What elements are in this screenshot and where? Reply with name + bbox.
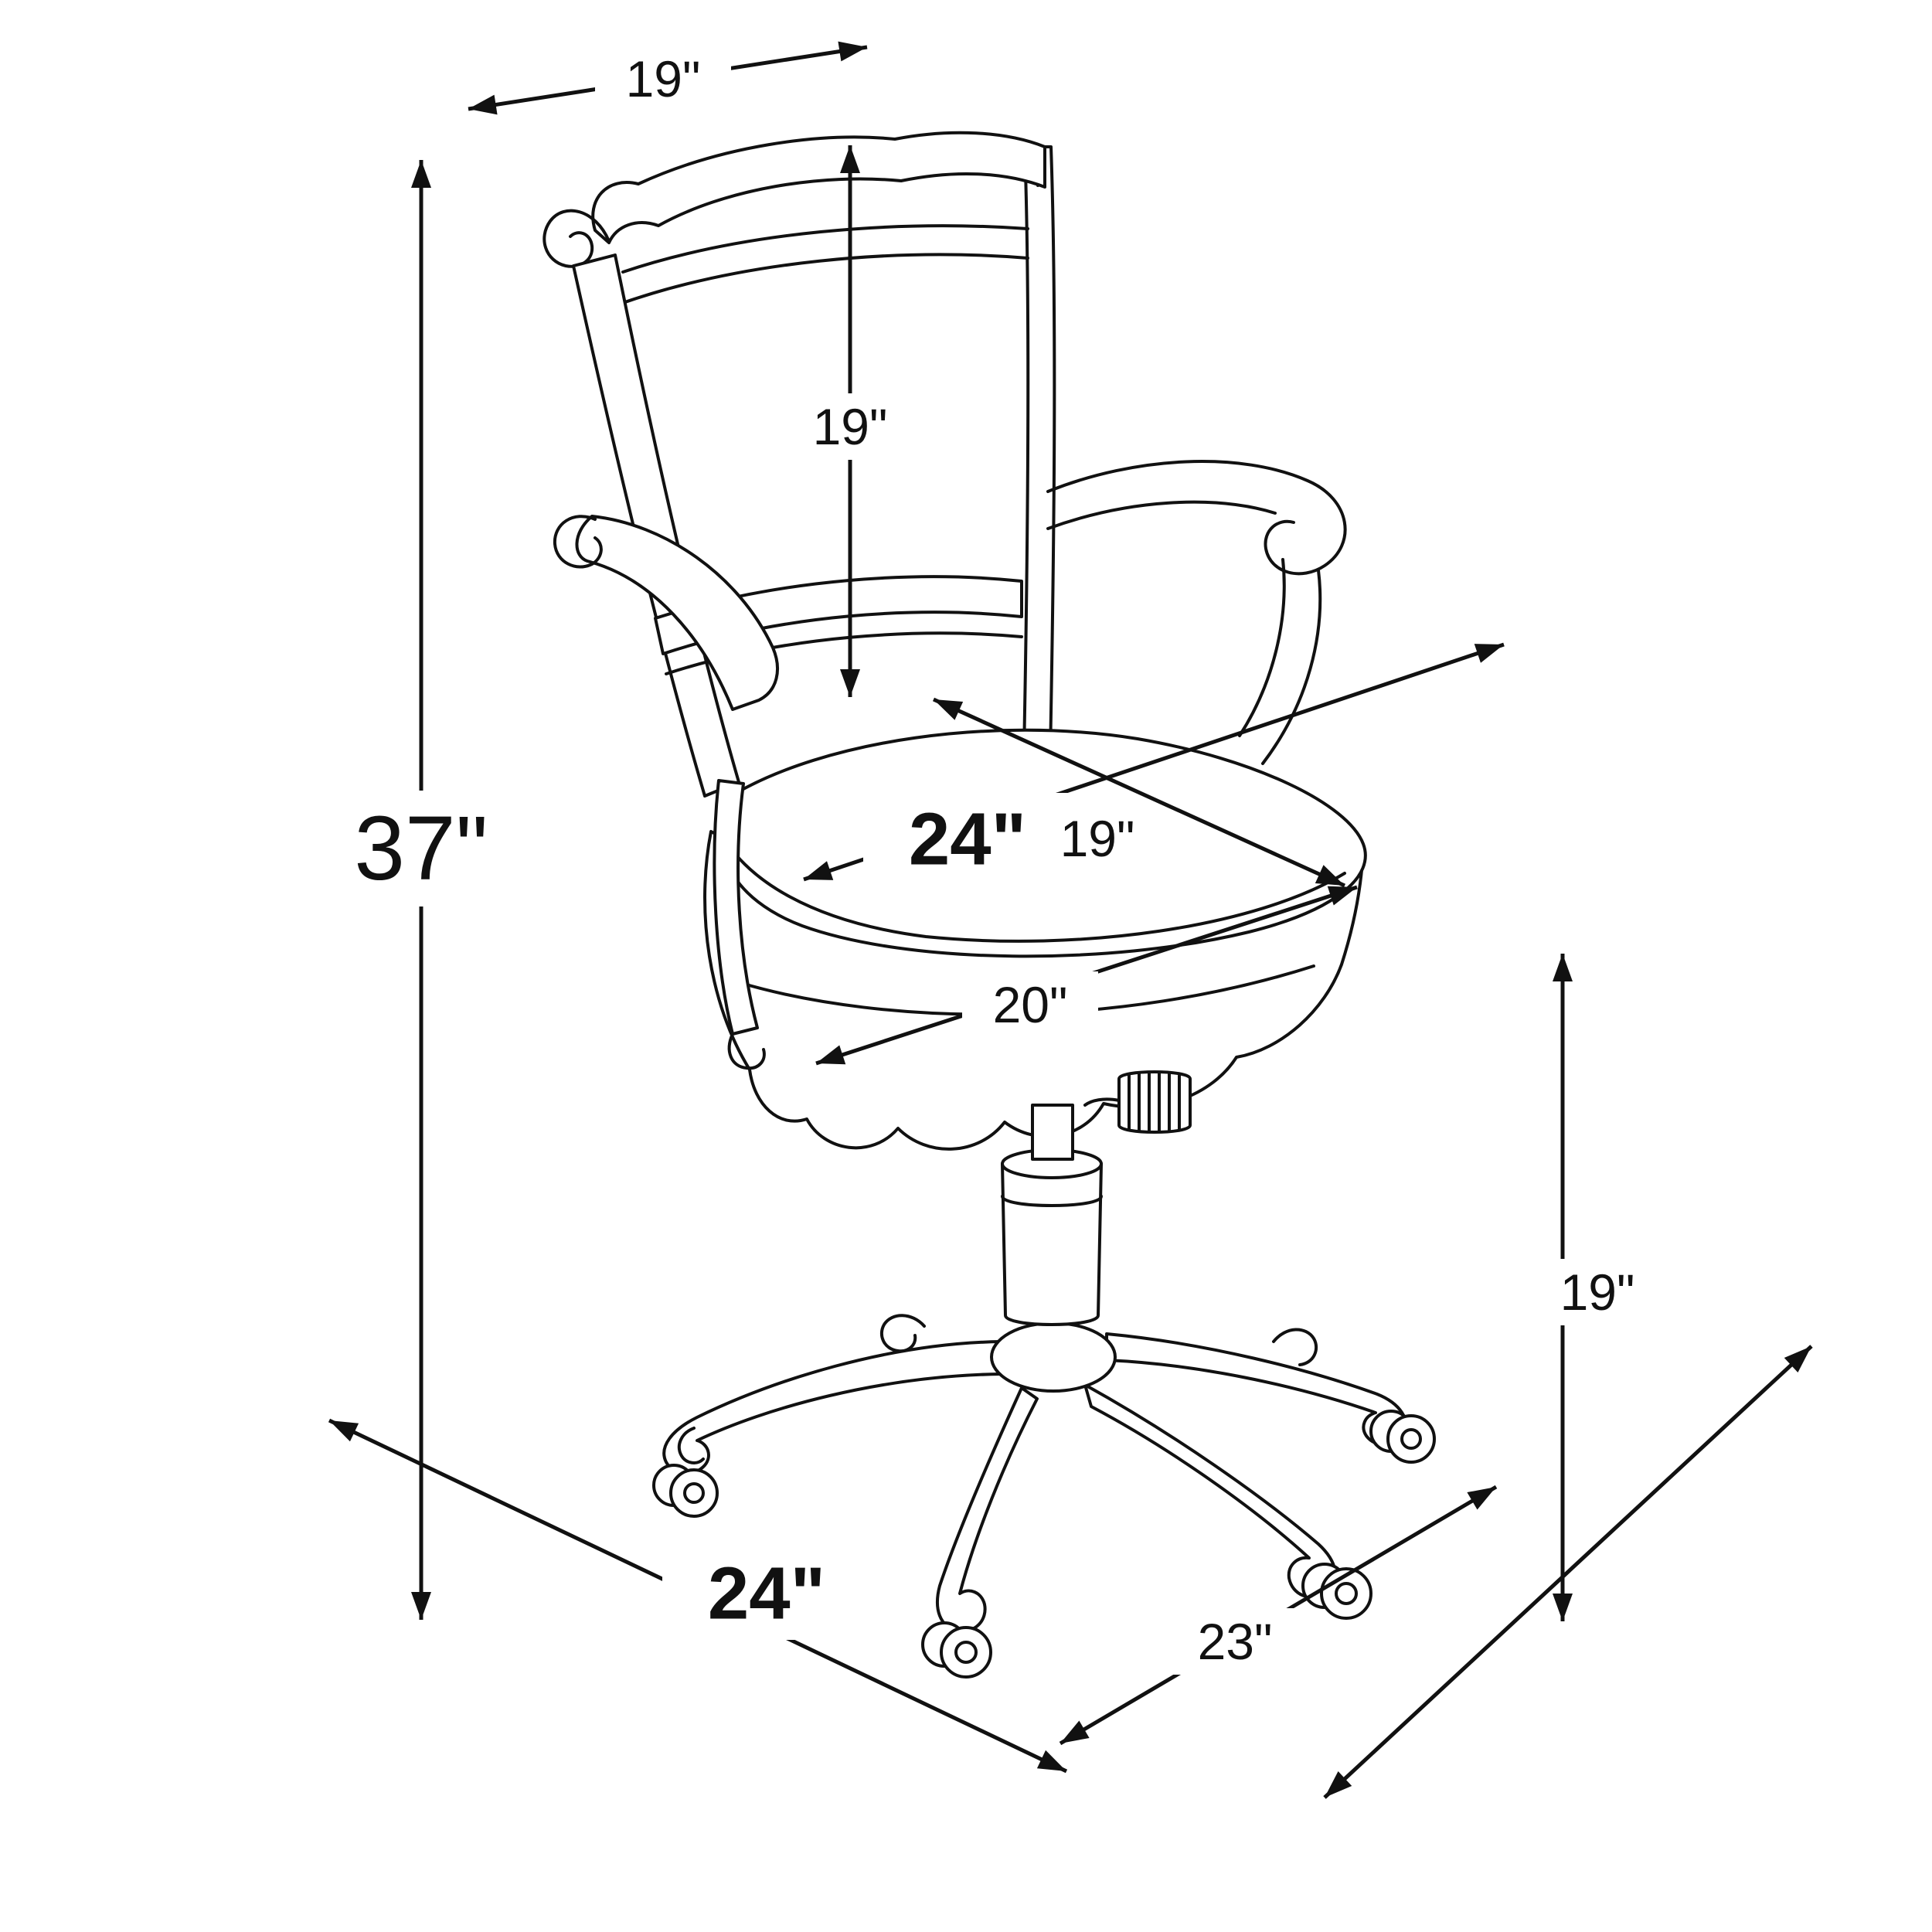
dimension-label-seat-depth: 19" <box>1060 810 1135 867</box>
base-rear-scroll-left <box>879 1314 926 1353</box>
dimension-label-bg <box>662 1547 871 1640</box>
base-leg-front-right <box>1083 1383 1338 1599</box>
dimension-label-bg <box>595 46 731 112</box>
dimension-label-back-height: 19" <box>813 398 888 455</box>
height-adjuster-ribs <box>1128 1072 1181 1133</box>
dimension-label-overall-height: 37" <box>354 798 488 900</box>
backrest-crest-rail <box>591 131 1046 244</box>
caster-front-right <box>1301 1563 1372 1620</box>
base-leg-front-left <box>936 1386 1039 1633</box>
dimension-label-bg <box>782 393 918 460</box>
base-leg-left <box>662 1340 1003 1475</box>
base-hub <box>990 1321 1117 1393</box>
dimension-label-base-depth: 23" <box>1198 1613 1273 1670</box>
dimension-label-seat-width: 24" <box>909 798 1026 881</box>
left-arm-support-scroll <box>727 1032 766 1070</box>
caster-left <box>652 1464 719 1518</box>
dimension-base-depth: 23" <box>1059 1345 1813 1799</box>
right-armrest-top <box>1046 460 1347 576</box>
dimension-label-bg <box>962 971 1098 1038</box>
backrest-left-stile-scroll <box>543 209 611 268</box>
left-armrest <box>575 515 779 711</box>
backrest-panel-curve-top <box>621 224 1029 274</box>
dimension-arrow <box>932 697 1346 888</box>
base-rear-scroll-right <box>1272 1328 1318 1366</box>
dimension-back-height: 19" <box>782 145 918 697</box>
backrest-lower-rail <box>654 575 1023 655</box>
dimension-base-width: 24" <box>328 1418 1068 1774</box>
dimension-label-seat-front-width: 20" <box>993 976 1068 1033</box>
dimension-label-bg <box>1529 1259 1665 1325</box>
left-arm-support <box>713 779 759 1036</box>
pedestal-shaft <box>1031 1104 1074 1161</box>
chair-pedestal <box>1001 1070 1192 1326</box>
dimension-arrow-extension <box>1323 1345 1813 1799</box>
left-armrest-scroll <box>553 515 603 569</box>
dimension-overall-height: 37" <box>305 160 537 1620</box>
dimension-seat-front-width: 20" <box>815 885 1358 1066</box>
dimension-label-bg <box>305 791 537 906</box>
dimensions: 19" 19" 37" 24" 19" 20" <box>305 41 1813 1799</box>
caster-front-left <box>921 1621 992 1679</box>
right-armrest-bottom <box>1046 500 1277 530</box>
dimension-label-bg <box>1167 1608 1303 1675</box>
dimension-base-height: 19" <box>1529 954 1665 1621</box>
height-adjuster-arm <box>1083 1097 1121 1107</box>
pedestal-column <box>1001 1162 1103 1326</box>
pedestal-column-ring <box>1001 1195 1103 1207</box>
caster-right <box>1369 1410 1436 1464</box>
dimension-label-base-height: 19" <box>1560 1264 1635 1321</box>
dimension-label-top-width: 19" <box>626 50 701 107</box>
dimension-label-base-width: 24" <box>708 1553 825 1635</box>
backrest-panel-curve-second <box>617 253 1029 306</box>
right-arm-support-inner <box>1238 558 1286 737</box>
dimension-top-width: 19" <box>468 41 868 115</box>
dimension-seat-depth: 19" <box>932 697 1346 888</box>
